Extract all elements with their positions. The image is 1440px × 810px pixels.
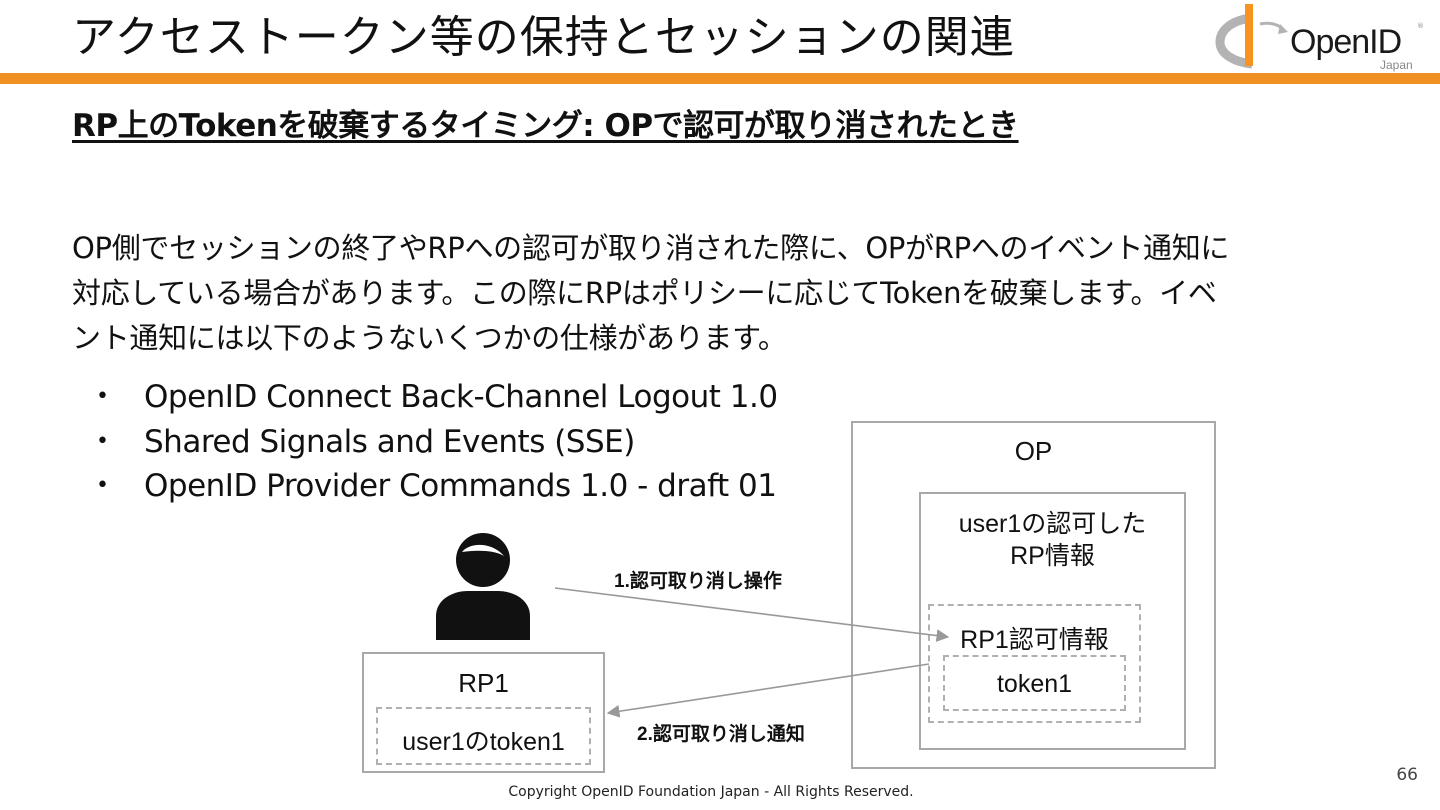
page-number: 66 — [1396, 765, 1418, 785]
slide-subtitle: RP上のTokenを破棄するタイミング: OPで認可が取り消されたとき — [72, 108, 1019, 144]
logo-gray-arc — [1215, 13, 1253, 69]
logo-orange-bar — [1245, 4, 1253, 66]
rp1-auth-info-label: RP1認可情報 — [960, 626, 1109, 654]
body-paragraph: OP側でセッションの終了やRPへの認可が取り消された際に、OPがRPへのイベント… — [72, 226, 1372, 361]
slide-title: アクセストークン等の保持とセッションの関連 — [72, 12, 1015, 63]
person-icon — [436, 533, 530, 640]
rp1-token-box — [376, 707, 591, 765]
spec-item: OpenID Connect Back-Channel Logout 1.0 — [96, 375, 778, 420]
spec-list: OpenID Connect Back-Channel Logout 1.0 S… — [96, 375, 778, 509]
op-label: OP — [1014, 436, 1053, 466]
spec-item: OpenID Provider Commands 1.0 - draft 01 — [96, 464, 778, 509]
op-user-info-label-line1: user1の認可した — [958, 510, 1147, 538]
body-line: ント通知には以下のようないくつかの仕様があります。 — [72, 321, 787, 355]
op-token-label: token1 — [996, 670, 1073, 698]
body-line: 対応している場合があります。この際にRPはポリシーに応じてTokenを破棄します… — [72, 276, 1217, 310]
title-underline-bar — [0, 73, 1440, 84]
person-head — [456, 533, 510, 587]
rp1-box — [362, 652, 605, 773]
op-token-box — [943, 655, 1126, 711]
arrow1-label: 1.認可取り消し操作 — [614, 571, 782, 592]
person-hair-line — [462, 544, 504, 556]
person-body — [436, 591, 530, 640]
copyright-footer: Copyright OpenID Foundation Japan - All … — [508, 784, 914, 800]
logo-subtext: Japan — [1380, 58, 1413, 72]
body-line: OP側でセッションの終了やRPへの認可が取り消された際に、OPがRPへのイベント… — [72, 231, 1230, 265]
logo-registered-mark: ® — [1417, 22, 1424, 30]
logo-wordmark: OpenID — [1290, 23, 1402, 61]
openid-logo — [1215, 4, 1288, 69]
op-user-info-label-line2: RP情報 — [1010, 542, 1095, 570]
rp1-label: RP1 — [458, 668, 509, 698]
logo-arrow-head — [1278, 24, 1288, 34]
arrow2-label: 2.認可取り消し通知 — [637, 724, 805, 745]
rp1-token-label: user1のtoken1 — [402, 728, 565, 756]
spec-item: Shared Signals and Events (SSE) — [96, 420, 778, 465]
